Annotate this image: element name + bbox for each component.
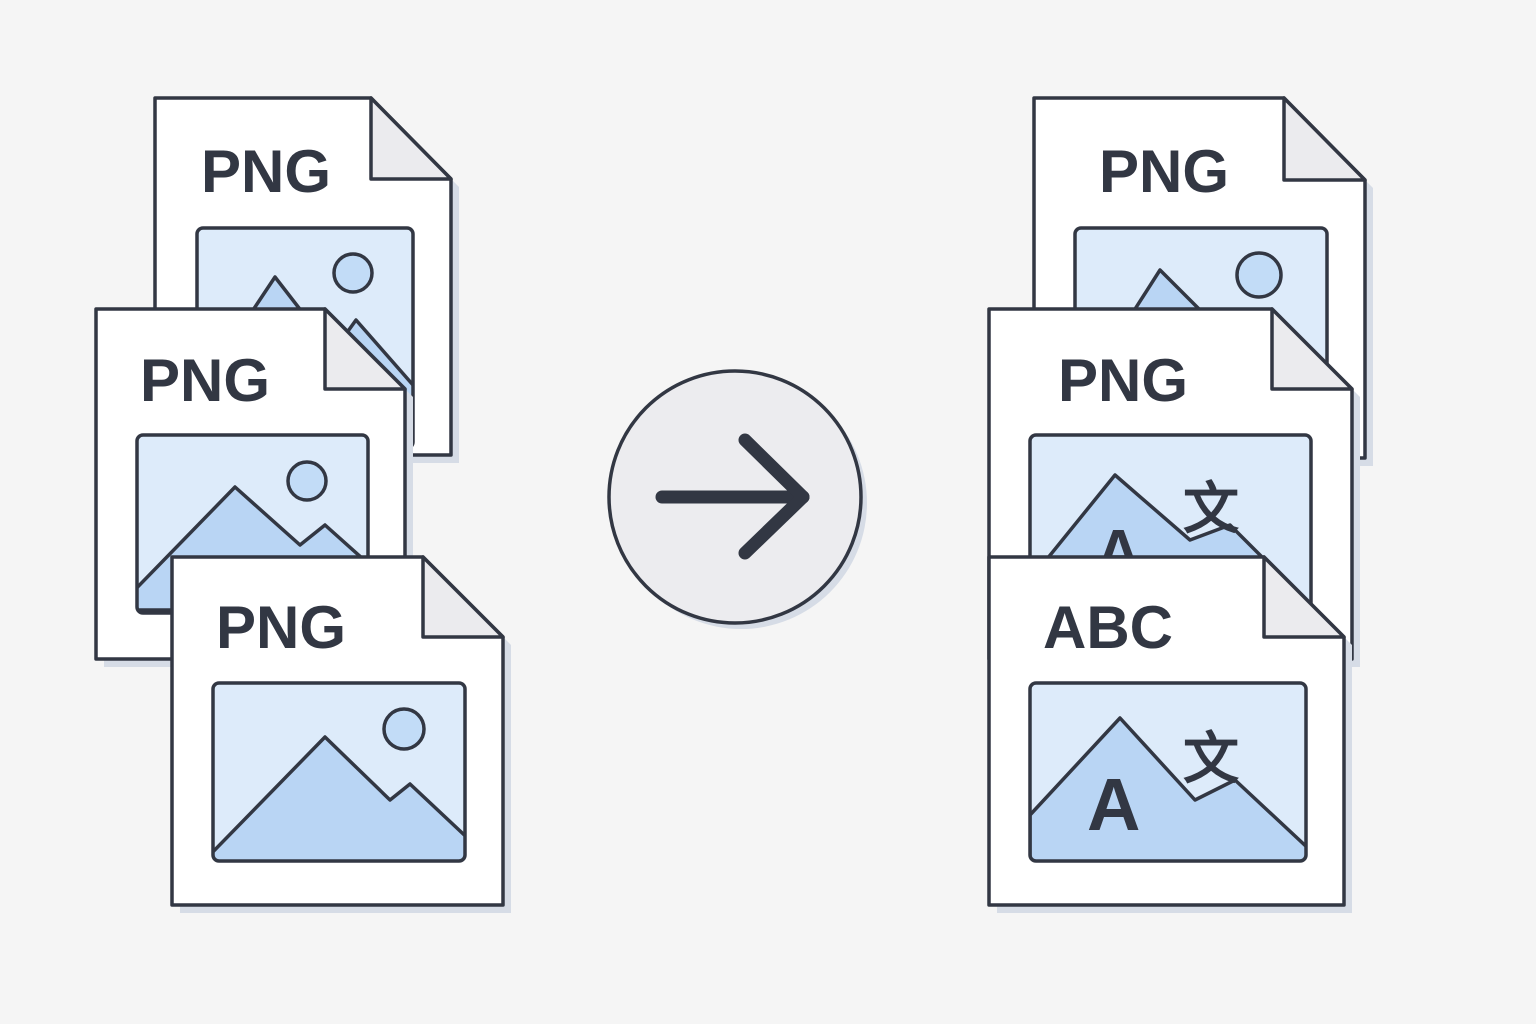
translated-files: PNG PNG A 文 bbox=[987, 96, 1373, 913]
sun-icon bbox=[1235, 251, 1283, 299]
folded-corner bbox=[1282, 96, 1367, 182]
cjk-glyph: 文 bbox=[1183, 477, 1239, 542]
folded-corner bbox=[1270, 307, 1354, 391]
arrow-right-icon bbox=[655, 433, 810, 560]
sun-icon bbox=[382, 707, 426, 751]
cjk-glyph: 文 bbox=[1183, 727, 1239, 792]
file-type-label: PNG bbox=[1058, 347, 1188, 414]
folded-corner bbox=[323, 307, 407, 391]
sun-icon bbox=[286, 460, 328, 502]
file-type-label: PNG bbox=[140, 347, 270, 414]
translated-file-front[interactable]: ABC A 文 bbox=[987, 555, 1352, 913]
image-icon bbox=[211, 681, 467, 863]
source-files: PNG PNG bbox=[94, 96, 511, 913]
folded-corner bbox=[1262, 555, 1346, 639]
file-type-label: PNG bbox=[1099, 138, 1229, 205]
file-type-label: PNG bbox=[201, 138, 331, 205]
folded-corner bbox=[421, 555, 505, 639]
latin-glyph: A bbox=[1087, 763, 1140, 846]
translate-icon: A 文 bbox=[1028, 681, 1308, 863]
sun-icon bbox=[332, 252, 374, 294]
convert-arrow-button[interactable] bbox=[607, 369, 867, 629]
source-file-front[interactable]: PNG bbox=[170, 555, 511, 913]
folded-corner bbox=[369, 96, 453, 181]
file-type-label: ABC bbox=[1043, 594, 1173, 661]
file-type-label: PNG bbox=[216, 594, 346, 661]
